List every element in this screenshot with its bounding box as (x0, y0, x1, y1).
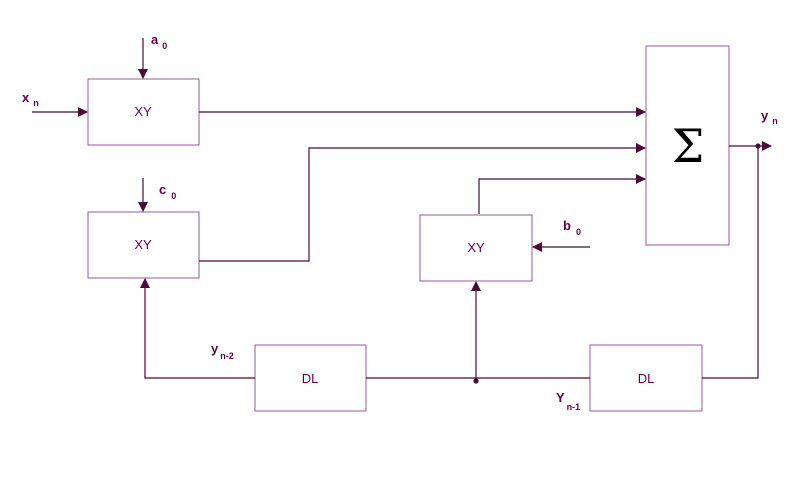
mult-b-to-sum-wire (478, 174, 646, 214)
delay-block-1 (254, 344, 367, 412)
mult-c-to-sum-wire (199, 143, 646, 262)
sigma-symbol: Σ (672, 119, 705, 173)
feedback-wire (702, 146, 759, 379)
y-n1-label: Yn-1 (556, 390, 580, 412)
delay-1-label: DL (302, 371, 319, 386)
y-n2-wire (140, 278, 255, 379)
delay-2-label: DL (638, 371, 655, 386)
multiplier-a-label: XY (134, 104, 152, 119)
delay-block-2 (589, 344, 703, 412)
multiplier-b-block (419, 214, 533, 282)
multiplier-c-block (87, 211, 200, 279)
multiplier-b-label: XY (467, 240, 485, 255)
summer-block (645, 45, 730, 246)
multiplier-a-block (87, 78, 200, 146)
multiplier-c-label: XY (134, 237, 152, 252)
